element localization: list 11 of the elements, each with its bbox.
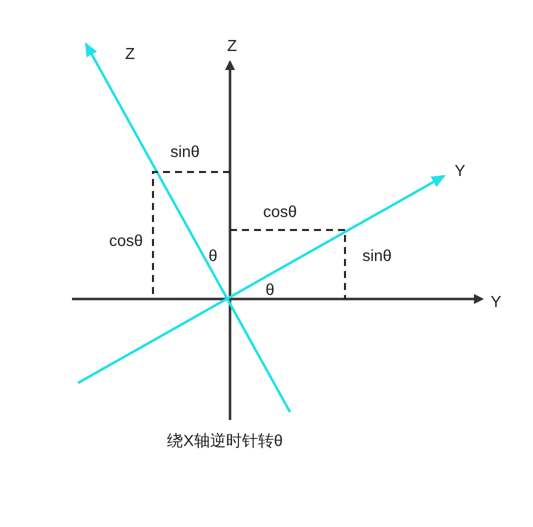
angle-label: θ (208, 248, 218, 266)
axis-label: Y (454, 163, 466, 181)
axis-label: Z (227, 38, 237, 56)
projection-label: sinθ (362, 248, 392, 266)
caption: 绕X轴逆时针转θ (167, 433, 283, 451)
projection-label: cosθ (109, 233, 143, 251)
axis-label: Y (490, 294, 502, 312)
projection-label: cosθ (263, 204, 297, 222)
axis-label: Z (125, 46, 135, 64)
angle-label: θ (266, 282, 274, 300)
projection-label: sinθ (170, 144, 200, 162)
